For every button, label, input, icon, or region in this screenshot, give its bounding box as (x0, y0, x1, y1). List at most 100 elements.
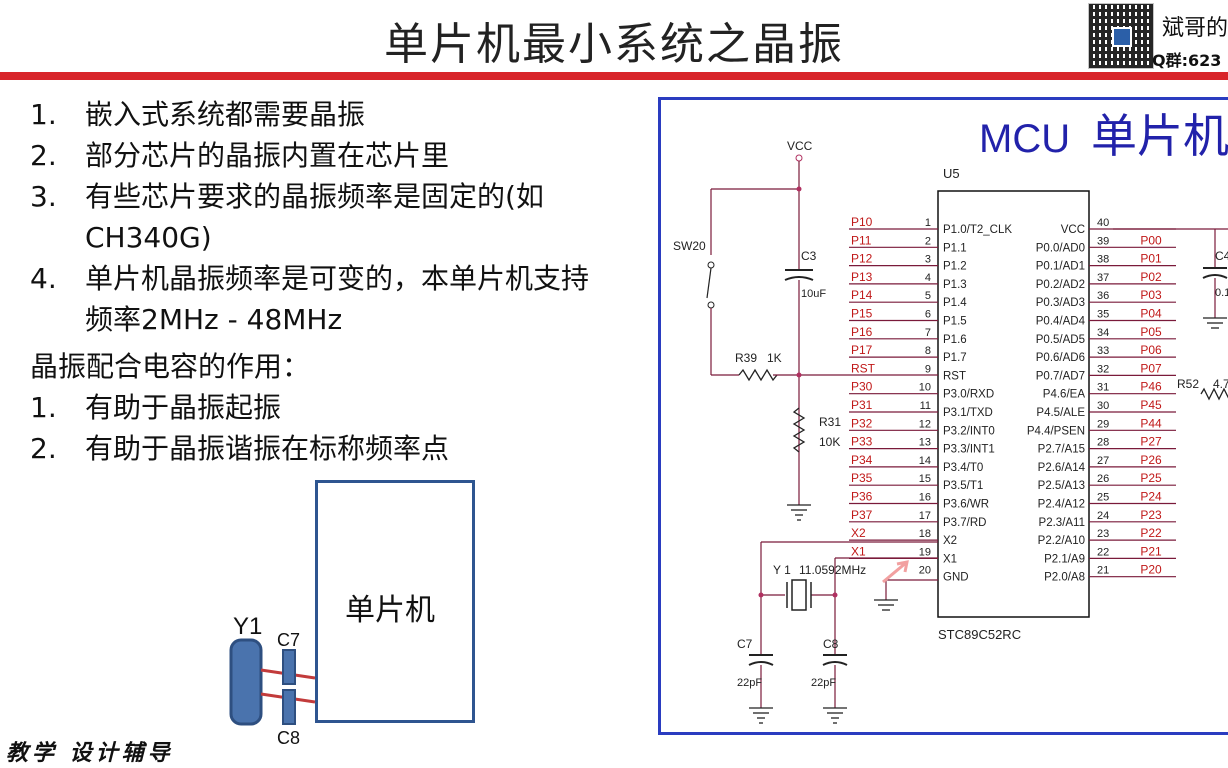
net-label: P04 (1140, 307, 1162, 321)
list-number: 1. (30, 391, 57, 424)
schematic-cn-title: 单片机 (1091, 110, 1228, 162)
pin-number: 27 (1097, 455, 1109, 467)
pin-number: 20 (919, 565, 931, 577)
pin-number: 32 (1097, 363, 1109, 375)
net-label: P12 (851, 252, 873, 266)
switch-lever (706, 267, 712, 299)
net-label: P17 (851, 343, 873, 357)
crystal-label: Y1 (233, 613, 262, 640)
cap-c8-shape (282, 689, 296, 725)
pin-number: 28 (1097, 437, 1109, 449)
pin-name: P3.7/RD (943, 517, 986, 529)
chip-ref: U5 (943, 166, 960, 181)
r39-value: 1K (767, 351, 782, 365)
net-label: P24 (1140, 490, 1162, 504)
pin-number: 19 (919, 546, 931, 558)
pin-number: 25 (1097, 492, 1109, 504)
list-number: 2. (30, 432, 57, 465)
net-label: P14 (851, 288, 873, 302)
bullet-list: 1. 嵌入式系统都需要晶振 2. 部分芯片的晶振内置在芯片里 3.有些芯片要求的晶振… (30, 94, 610, 469)
pin-number: 17 (919, 510, 931, 522)
net-label: P20 (1140, 563, 1162, 577)
net-label: X1 (851, 544, 866, 558)
net-label: P07 (1140, 361, 1162, 375)
pin-number: 11 (920, 400, 931, 412)
r52-label: R52 (1177, 377, 1199, 391)
chip-part: STC89C52RC (938, 627, 1021, 642)
pin-number: 4 (925, 272, 931, 284)
pin-name: P2.4/A12 (1038, 499, 1085, 511)
pin-number: 38 (1097, 254, 1109, 266)
pin-number: 35 (1097, 309, 1109, 321)
c7-label: C7 (737, 637, 753, 651)
pin-name: P3.4/T0 (943, 462, 983, 474)
pin-number: 30 (1097, 400, 1109, 412)
title-divider (0, 72, 1228, 80)
pin-name: P3.5/T1 (943, 480, 983, 492)
pin-name: P2.2/A10 (1038, 535, 1085, 547)
crystal-y1-shape (791, 579, 807, 611)
net-label: P25 (1140, 471, 1162, 485)
author-label: 斌哥的 (1162, 16, 1228, 41)
net-label: P00 (1140, 233, 1162, 247)
list-text: 嵌入式系统都需要晶振 (85, 98, 366, 131)
cap-c8-label: C8 (277, 728, 300, 748)
pin-number: 21 (1097, 565, 1109, 577)
list-text: 单片机晶振频率是可变的，本单片机支持频率2MHz - 48MHz (85, 262, 590, 336)
net-label: P03 (1140, 288, 1162, 302)
pin-number: 36 (1097, 290, 1109, 302)
ground-symbol (749, 707, 773, 724)
net-label: X2 (851, 526, 866, 540)
pin-number: 34 (1097, 327, 1109, 339)
pin-number: 18 (919, 528, 931, 540)
net-label: P37 (851, 508, 873, 522)
net-label: P06 (1140, 343, 1162, 357)
list-item: 3.有些芯片要求的晶振频率是固定的(如CH340G) (30, 176, 610, 258)
r31-label: R31 (819, 415, 841, 429)
net-label: P46 (1140, 380, 1162, 394)
pin-name: P1.5 (943, 316, 967, 328)
net-label: P45 (1140, 398, 1162, 412)
pin-name: P4.4/PSEN (1027, 425, 1085, 437)
net-label: P22 (1140, 526, 1162, 540)
pin-name: P0.4/AD4 (1036, 316, 1086, 328)
mcu-box (315, 480, 475, 723)
net-label: P05 (1140, 325, 1162, 339)
c4-label: C4 (1215, 249, 1228, 263)
c8-value: 22pF (811, 677, 836, 689)
r39-shape (738, 368, 778, 382)
vcc-terminal (795, 154, 803, 162)
qq-group-label: Q群:623 (1152, 51, 1222, 70)
pin-number: 13 (919, 437, 931, 449)
r39-label: R39 (735, 351, 757, 365)
net-label: P11 (851, 233, 872, 247)
pin-name: GND (943, 572, 969, 584)
sw-label: SW20 (673, 239, 706, 253)
pin-name: P2.7/A15 (1038, 444, 1085, 456)
pin-number: 39 (1097, 235, 1109, 247)
pin-name: P4.5/ALE (1036, 407, 1085, 419)
footer-watermark: 教学 设计辅导 (6, 740, 174, 766)
list-number: 1. (30, 98, 57, 131)
list-text: 部分芯片的晶振内置在芯片里 (85, 139, 450, 172)
pin-number: 24 (1097, 510, 1109, 522)
pin-number: 26 (1097, 473, 1109, 485)
net-label: P36 (851, 490, 873, 504)
crystal-shape (229, 638, 263, 726)
r52-value: 4.7 (1213, 377, 1228, 391)
schematic-mcu-title: MCU (979, 117, 1070, 161)
pin-number: 7 (925, 327, 931, 339)
c4-value: 0.1 (1215, 287, 1228, 299)
pin-number: 15 (919, 473, 931, 485)
net-label: P44 (1140, 416, 1162, 430)
c3-value: 10uF (801, 288, 826, 300)
pin-number: 3 (925, 254, 931, 266)
pin-number: 12 (919, 418, 931, 430)
cap-c7-label: C7 (277, 630, 300, 650)
ground-symbol (1203, 317, 1227, 329)
caps-heading: 晶振配合电容的作用： (30, 350, 311, 383)
pin-number: 40 (1097, 217, 1109, 229)
list-item: 1. 嵌入式系统都需要晶振 (30, 94, 610, 135)
pin-name: RST (943, 370, 966, 382)
pin-number: 5 (925, 290, 931, 302)
